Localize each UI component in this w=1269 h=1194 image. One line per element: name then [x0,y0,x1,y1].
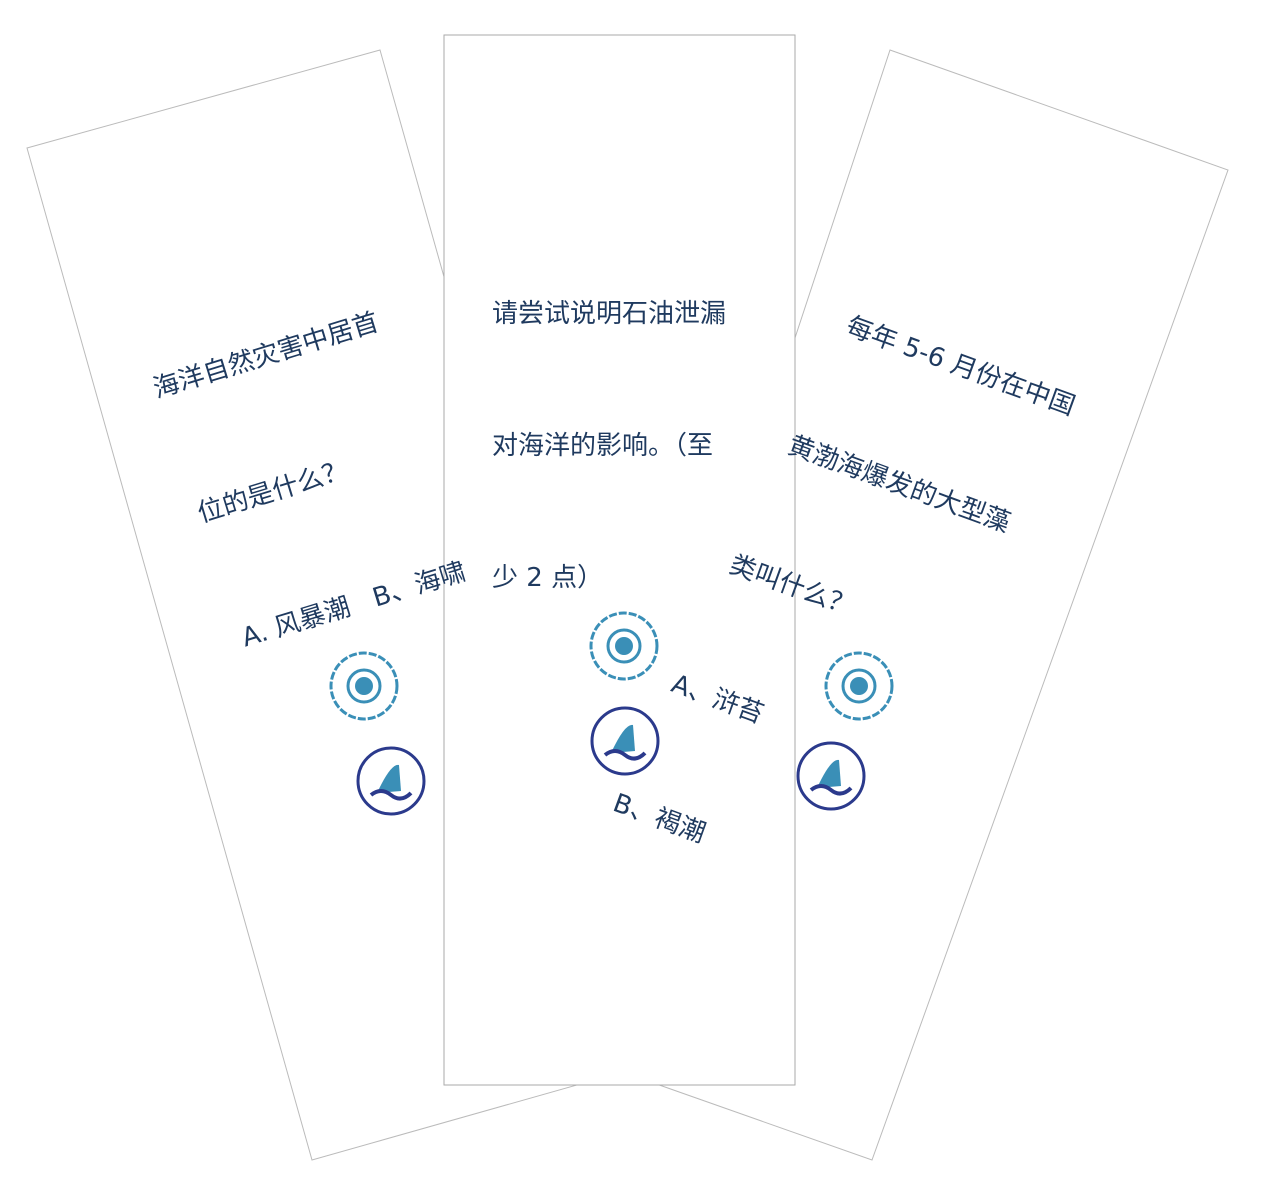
line: 黄渤海爆发的大型藻 [783,430,1015,539]
line: 少 2 点） [492,563,604,593]
ocean-college-logo [796,741,866,811]
line: 对海洋的影响。（至 [492,431,714,461]
ocean-college-logo [590,706,660,776]
line: 位的是什么？ [194,454,353,530]
line: 海洋自然灾害中居首 [149,307,383,405]
center-card-question: 请尝试说明石油泄漏 对海洋的影响。（至 少 2 点） [492,204,726,644]
hohai-university-logo [824,651,894,721]
center-bookmark [443,34,796,1086]
line: 请尝试说明石油泄漏 [492,299,727,329]
line: 每年 5-6 月份在中国 [842,311,1079,422]
hohai-university-logo [589,611,659,681]
hohai-university-logo [329,651,399,721]
ocean-college-logo [356,746,426,816]
line: A. 风暴潮 B、海啸 [238,556,470,654]
